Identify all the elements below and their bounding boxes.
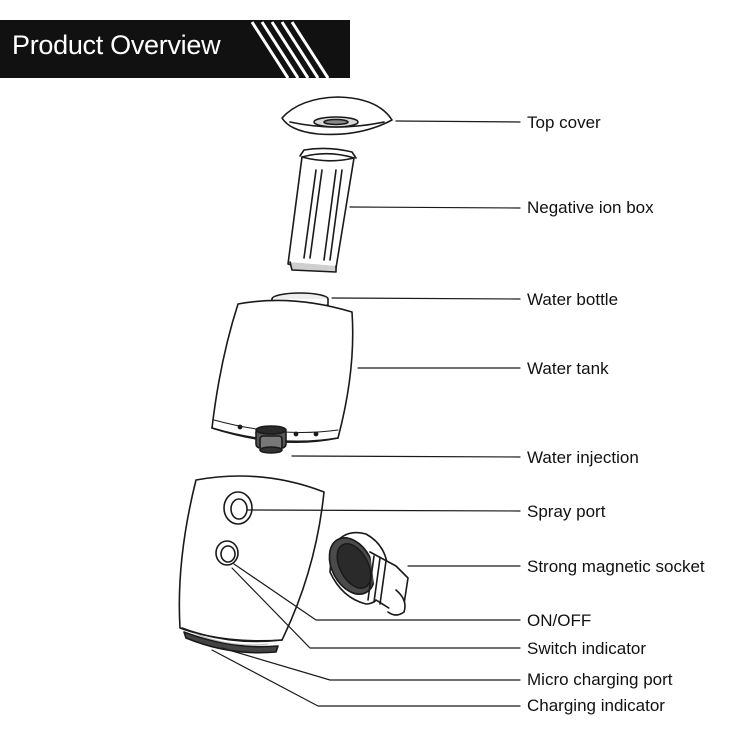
label-water-tank: Water tank xyxy=(527,359,609,378)
label-charging-indicator: Charging indicator xyxy=(527,696,665,715)
label-micro-charging-port: Micro charging port xyxy=(527,670,673,689)
label-top-cover: Top cover xyxy=(527,113,601,132)
page-title: Product Overview xyxy=(12,30,221,60)
water-tank-part xyxy=(211,299,354,444)
label-water-bottle: Water bottle xyxy=(527,290,619,309)
label-water-injection: Water injection xyxy=(527,448,639,467)
water-injection-part xyxy=(255,425,287,454)
label-spray-port: Spray port xyxy=(527,502,606,521)
label-negative-ion-box: Negative ion box xyxy=(527,198,654,217)
base-body-part xyxy=(178,475,325,654)
negative-ion-box-part xyxy=(287,147,357,273)
label-switch-indicator: Switch indicator xyxy=(527,639,647,658)
label-on-off: ON/OFF xyxy=(527,611,592,630)
banner-stripes xyxy=(250,21,330,78)
top-cover-part xyxy=(281,96,393,136)
header-banner xyxy=(0,20,350,78)
label-magnetic-socket: Strong magnetic socket xyxy=(527,557,705,576)
magnetic-socket-part xyxy=(328,531,409,616)
leader-lines xyxy=(211,120,521,707)
